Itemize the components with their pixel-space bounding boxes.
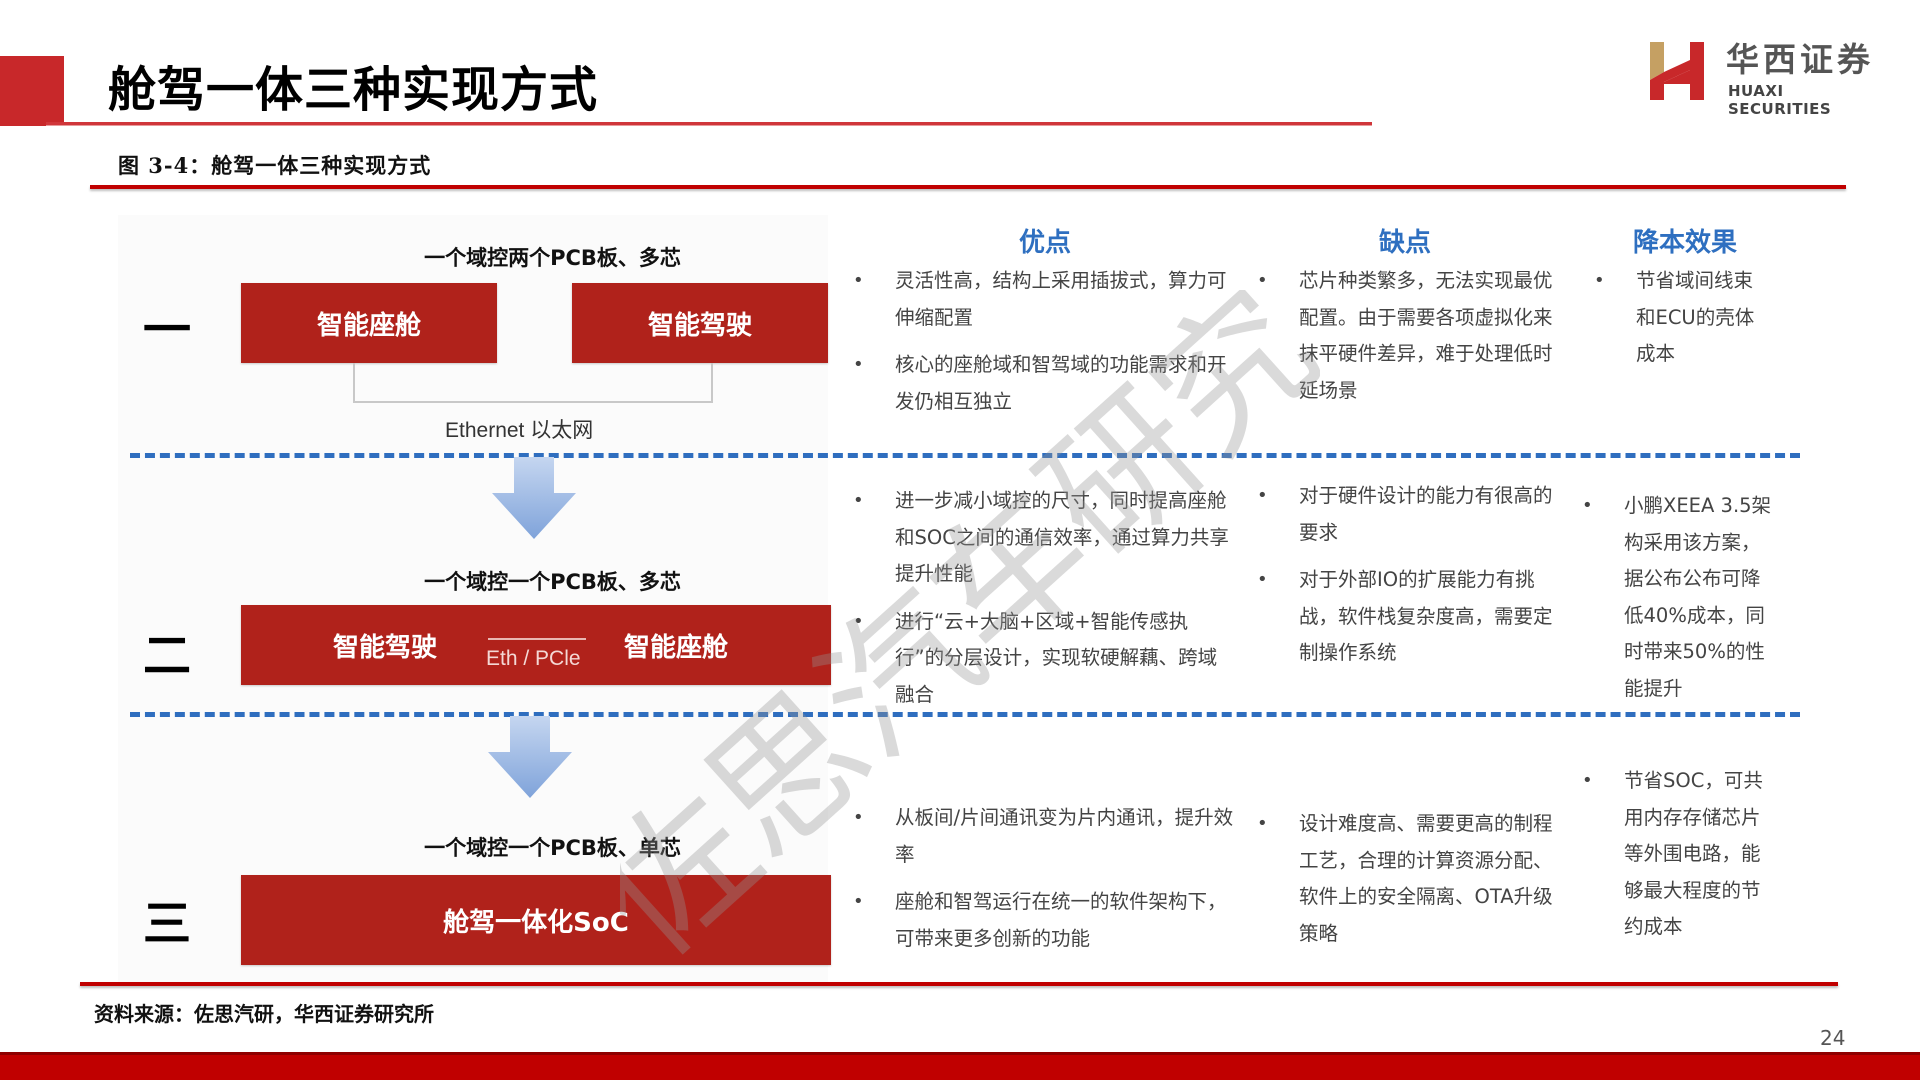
section-2-label: 一个域控一个PCB板、多芯: [424, 570, 681, 594]
list-item: •对于外部IO的扩展能力有挑战，软件栈复杂度高，需要定制操作系统: [1257, 568, 1553, 664]
section-1-label: 一个域控两个PCB板、多芯: [424, 246, 681, 270]
section-3-cost-list: •节省SOC，可共用内存存储芯片等外围电路，能够最大程度的节约成本: [1582, 763, 1777, 957]
list-item: •从板间/片间通讯变为片内通讯，提升效率: [853, 806, 1234, 866]
section-divider-2: [130, 712, 1800, 717]
down-arrow-icon: [492, 457, 576, 539]
list-item: •节省域间线束和ECU的壳体成本: [1594, 269, 1755, 365]
list-item: •核心的座舱域和智驾域的功能需求和开发仍相互独立: [853, 353, 1227, 413]
section-1-pros-list: •灵活性高，结构上采用插拔式，算力可伸缩配置 •核心的座舱域和智驾域的功能需求和…: [853, 263, 1233, 431]
list-item: •对于硬件设计的能力有很高的要求: [1257, 484, 1553, 544]
list-item: •设计难度高、需要更高的制程工艺，合理的计算资源分配、软件上的安全隔离、OTA升…: [1257, 812, 1553, 945]
box-smart-driving: 智能驾驶: [572, 283, 828, 363]
section-index-2: 二: [143, 628, 192, 684]
logo-text-cn: 华西证券: [1726, 40, 1874, 79]
page-number: 24: [1820, 1026, 1846, 1050]
list-item: •进行“云+大脑+区域+智能传感执行”的分层设计，实现软硬解藕、跨域融合: [853, 609, 1218, 706]
ethernet-connector-line: [353, 363, 713, 403]
section-divider-1: [130, 453, 1800, 458]
figure-title-divider: [90, 185, 1846, 189]
eth-pcie-label: Eth / PCle: [486, 647, 581, 670]
huaxi-h-logo-icon: [1650, 42, 1704, 100]
section-index-3: 三: [143, 896, 192, 952]
list-item: •灵活性高，结构上采用插拔式，算力可伸缩配置: [853, 269, 1227, 329]
section-index-1: 一: [143, 302, 192, 358]
section-2-pros-list: •进一步减小域控的尺寸，同时提高座舱和SOC之间的通信效率，通过算力共享提升性能…: [853, 483, 1233, 724]
list-item: •节省SOC，可共用内存存储芯片等外围电路，能够最大程度的节约成本: [1582, 769, 1763, 938]
figure-title: 图 3-4：舱驾一体三种实现方式: [118, 153, 432, 178]
page-title: 舱驾一体三种实现方式: [108, 62, 599, 118]
logo-text-en: HUAXI SECURITIES: [1728, 82, 1832, 118]
company-logo: 华西证券 HUAXI SECURITIES: [1650, 40, 1890, 118]
header-divider: [46, 122, 1372, 125]
list-item: •小鹏XEEA 3.5架构采用该方案，据公布公布可降低40%成本，同时带来50%…: [1582, 494, 1772, 700]
section-2-cons-list: •对于硬件设计的能力有很高的要求 •对于外部IO的扩展能力有挑战，软件栈复杂度高…: [1257, 478, 1557, 683]
box-smart-driving-label: 智能驾驶: [333, 633, 438, 663]
list-item: •芯片种类繁多，无法实现最优配置。由于需要各项虚拟化来抹平硬件差异，难于处理低时…: [1257, 269, 1553, 402]
box-smart-cockpit: 智能座舱: [241, 283, 497, 363]
footer-divider: [80, 982, 1838, 986]
section-2-cost-list: •小鹏XEEA 3.5架构采用该方案，据公布公布可降低40%成本，同时带来50%…: [1582, 488, 1777, 718]
section-3-label: 一个域控一个PCB板、单芯: [424, 836, 681, 860]
section-1-cons-list: •芯片种类繁多，无法实现最优配置。由于需要各项虚拟化来抹平硬件差异，难于处理低时…: [1257, 263, 1557, 420]
section-1-cost-list: •节省域间线束和ECU的壳体成本: [1594, 263, 1769, 384]
header-divider-shadow: [46, 125, 1372, 126]
section-3-pros-list: •从板间/片间通讯变为片内通讯，提升效率 •座舱和智驾运行在统一的软件架构下，可…: [853, 800, 1238, 968]
header-accent-block: [0, 56, 64, 126]
list-item: •座舱和智驾运行在统一的软件架构下，可带来更多创新的功能: [853, 890, 1227, 950]
column-header-cost: 降本效果: [1632, 228, 1737, 258]
list-item: •进一步减小域控的尺寸，同时提高座舱和SOC之间的通信效率，通过算力共享提升性能: [853, 489, 1229, 585]
column-header-cons: 缺点: [1378, 228, 1431, 258]
ethernet-label: Ethernet 以太网: [445, 419, 594, 442]
down-arrow-icon: [488, 716, 572, 798]
box-cockpit-driving-integrated-soc: 舱驾一体化SoC: [241, 875, 831, 965]
column-header-pros: 优点: [1018, 228, 1071, 258]
inline-connector-line: [488, 638, 586, 640]
section-3-cons-list: •设计难度高、需要更高的制程工艺，合理的计算资源分配、软件上的安全隔离、OTA升…: [1257, 806, 1557, 963]
box-smart-cockpit-label: 智能座舱: [624, 633, 729, 663]
source-note: 资料来源：佐思汽研，华西证券研究所: [94, 1002, 434, 1026]
box-single-pcb-multi-chip: 智能驾驶 Eth / PCle 智能座舱: [241, 605, 831, 685]
footer-bar: [0, 1052, 1920, 1080]
